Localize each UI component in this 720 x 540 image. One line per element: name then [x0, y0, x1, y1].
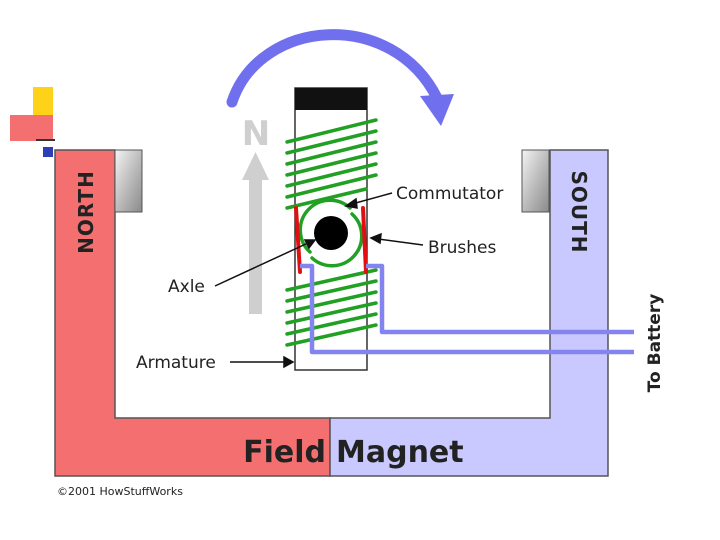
field-label: Field [243, 435, 326, 470]
upper-coil [285, 118, 378, 210]
n-letter: N [242, 114, 270, 154]
south-label: SOUTH [567, 170, 591, 253]
brushes [294, 206, 368, 274]
armature-top-cap [295, 88, 367, 110]
field-direction-arrow [242, 152, 269, 314]
field-magnet [54, 149, 609, 477]
north-pole-face [114, 149, 143, 213]
south-pole-face [521, 149, 550, 213]
south-half [329, 149, 609, 477]
axle-label: Axle [168, 277, 205, 297]
brushes-label: Brushes [428, 238, 497, 258]
slide-bullet-decoration [10, 87, 55, 157]
commutator-label: Commutator [396, 184, 503, 204]
axle [314, 216, 348, 250]
battery-label: To Battery [645, 294, 665, 393]
north-label: NORTH [74, 170, 98, 254]
battery-wires [300, 263, 634, 355]
magnet-label: Magnet [336, 435, 464, 470]
commutator [298, 198, 364, 268]
lower-coil [285, 268, 378, 347]
armature-label: Armature [136, 353, 216, 373]
leader-lines [214, 192, 424, 369]
rotation-arrow [226, 29, 454, 126]
copyright-label: ©2001 HowStuffWorks [57, 485, 183, 498]
